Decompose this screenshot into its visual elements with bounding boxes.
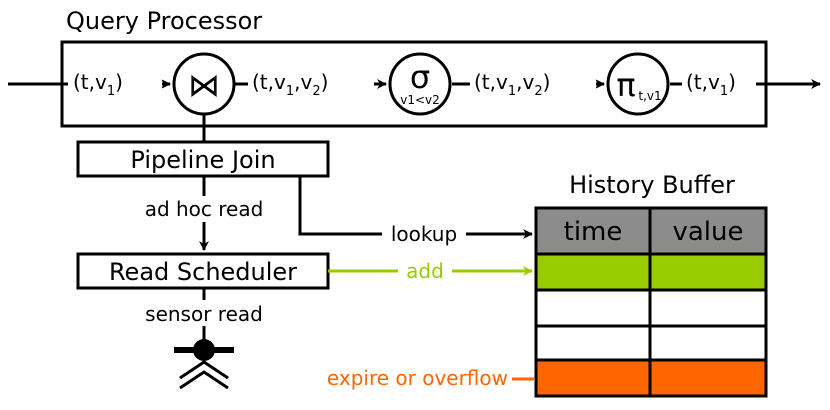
pipeline-join-label: Pipeline Join <box>130 146 275 174</box>
svg-text:π: π <box>616 66 635 104</box>
add-label: add <box>406 259 444 283</box>
read-scheduler-box <box>76 252 330 290</box>
read-scheduler-label: Read Scheduler <box>109 258 297 286</box>
join-icon: ⋈ <box>172 52 236 116</box>
sensor-icon <box>174 339 234 390</box>
sensor-read-label: sensor read <box>145 302 263 326</box>
history-buffer-title: History Buffer <box>569 171 735 199</box>
svg-text:⋈: ⋈ <box>188 66 220 104</box>
edge-label-output: (t,v1) <box>686 70 736 99</box>
pipeline-join-box <box>76 140 330 178</box>
lookup-label: lookup <box>391 222 457 246</box>
select-condition: v1<v2 <box>400 93 440 107</box>
expire-label: expire or overflow <box>327 366 508 390</box>
edge-label-input: (t,v1) <box>73 70 123 99</box>
history-buffer-col-time: time <box>564 217 623 247</box>
ad-hoc-read-label: ad hoc read <box>145 197 264 221</box>
history-buffer-table: time value <box>534 206 768 398</box>
project-icon: π t,v1 <box>606 52 670 116</box>
project-subscript: t,v1 <box>638 89 661 103</box>
edge-label-select-out: (t,v1,v2) <box>474 70 550 99</box>
select-icon: σ v1<v2 <box>388 52 452 116</box>
edge-label-join-out: (t,v1,v2) <box>252 70 328 99</box>
history-buffer-col-value: value <box>672 217 743 247</box>
query-processor-title: Query Processor <box>66 7 262 35</box>
svg-text:σ: σ <box>410 58 430 96</box>
